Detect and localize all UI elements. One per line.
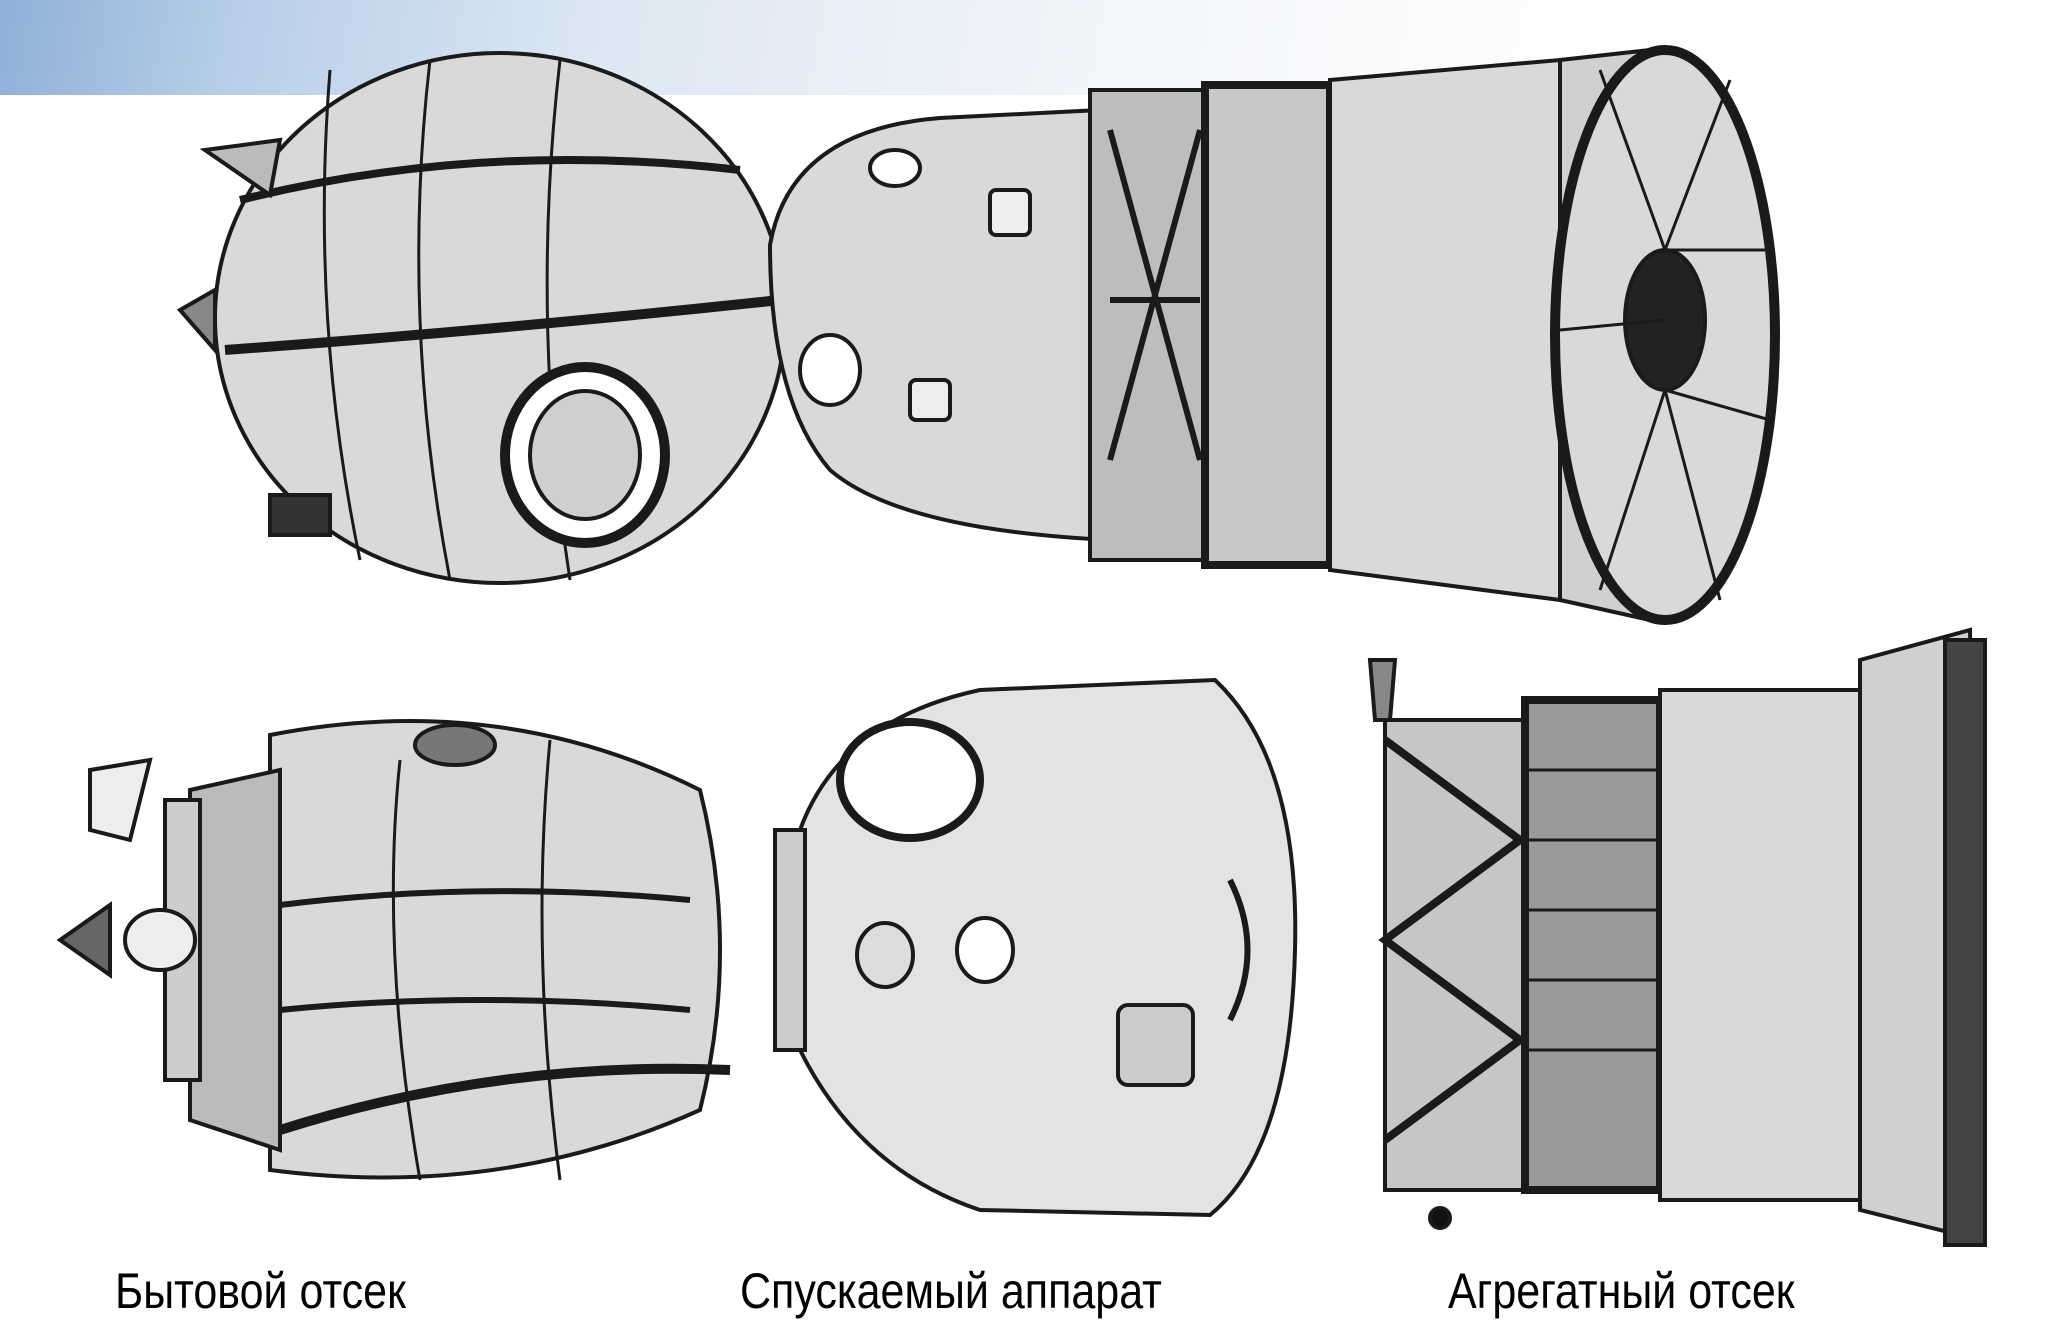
bottom-descent-module [773,677,1298,1218]
label-orbital-module: Бытовой отсек [115,1263,406,1319]
label-descent-module: Спускаемый аппарат [740,1263,1162,1319]
top-descent-module [767,107,1113,543]
assembled-spacecraft [176,45,1780,625]
bottom-orbital-module [56,719,731,1181]
bottom-service-module [1367,627,1987,1247]
top-orbital-module [176,51,787,585]
top-service-module [1088,45,1780,625]
label-service-module: Агрегатный отсек [1448,1263,1795,1319]
